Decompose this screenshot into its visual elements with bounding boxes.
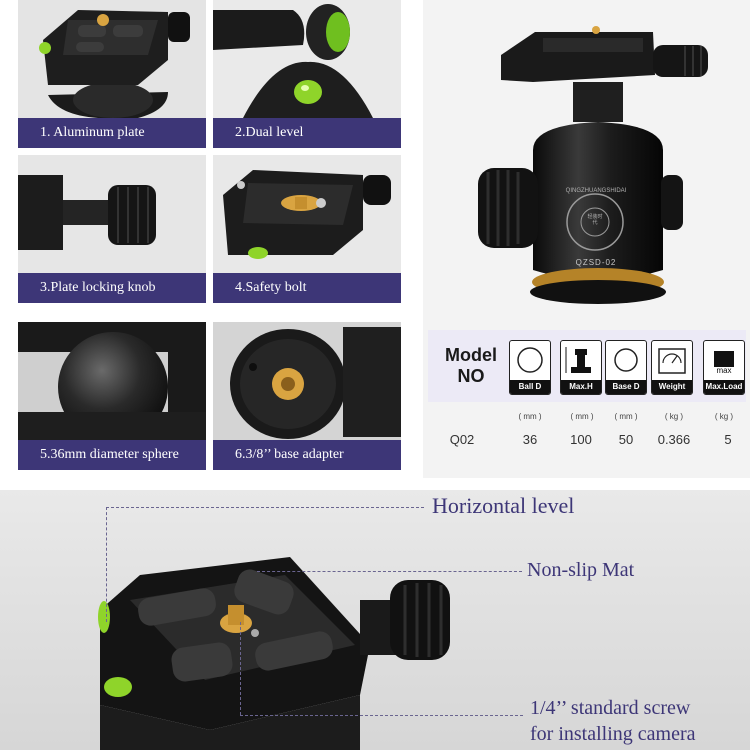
product-panel: 轻装时代 QINGZHUANGSHIDAI QZSD-02 [423,0,750,478]
model-code-engraving: QZSD-02 [575,258,617,267]
weight-spec-icon: Weight [651,340,693,395]
brand-logo-text: 轻装时代 [587,214,603,226]
ball-head-product-image [478,26,708,304]
aluminum-plate-photo [18,0,206,118]
feature-caption: 1. Aluminum plate [18,118,206,148]
feature-tile-base-adapter: 6.3/8’’ base adapter [213,322,401,470]
spec-value: 5 [724,432,732,447]
max-height-spec-icon: Max.H [560,340,602,395]
screw-leader-line [240,715,523,716]
screw-callout-line2: for installing camera [530,723,696,745]
clamp-detail-photo [98,557,450,750]
spec-value: 36 [522,432,538,447]
feature-tile-plate-locking-knob: 3.Plate locking knob [18,155,206,303]
base-adapter-photo [213,322,401,440]
feature-tile-safety-bolt: 4.Safety bolt [213,155,401,303]
screw-leader-drop [240,622,241,715]
spec-value: 100 [570,432,592,447]
base-diameter-spec-icon: Base D [605,340,647,395]
spec-model-value: Q02 [449,432,475,447]
spec-unit: ( kg ) [714,412,734,421]
feature-tile-dual-level: 2.Dual level [213,0,401,148]
spec-unit: ( mm ) [570,412,594,421]
feature-tile-aluminum-plate: 1. Aluminum plate [18,0,206,148]
screw-callout-line1: 1/4’’ standard screw [530,697,691,719]
spec-unit: ( mm ) [614,412,638,421]
ball-diameter-spec-icon: Ball D [509,340,551,395]
spec-header-label: Weight [652,380,692,394]
spec-header-label: Ball D [510,380,550,394]
feature-caption: 2.Dual level [213,118,401,148]
feature-caption: 4.Safety bolt [213,273,401,303]
plate-locking-knob-photo [18,155,206,273]
non-slip-mat-callout: Non-slip Mat [527,559,635,581]
dual-level-photo [213,0,401,118]
feature-caption: 6.3/8’’ base adapter [213,440,401,470]
spec-header-label: Max.Load [704,380,744,394]
spec-header-label: Base D [606,380,646,394]
max-icon-text: max [716,366,732,375]
spec-header-label: Max.H [561,380,601,394]
non-slip-mat-leader-line [257,571,522,572]
sphere-photo [18,322,206,440]
spec-unit: ( mm ) [518,412,542,421]
model-no-label: Model NO [445,345,497,386]
max-load-spec-icon: max Max.Load [703,340,745,395]
feature-tile-sphere: 5.36mm diameter sphere [18,322,206,470]
feature-caption: 3.Plate locking knob [18,273,206,303]
spec-value: 0.366 [657,432,691,447]
spec-unit: ( kg ) [664,412,684,421]
brand-ring-text: QINGZHUANGSHIDAI [565,188,627,194]
safety-bolt-photo [213,155,401,273]
spec-value: 50 [618,432,634,447]
horizontal-level-leader-drop [106,507,107,622]
horizontal-level-leader-line [106,507,424,508]
feature-caption: 5.36mm diameter sphere [18,440,206,470]
horizontal-level-callout: Horizontal level [432,493,575,518]
